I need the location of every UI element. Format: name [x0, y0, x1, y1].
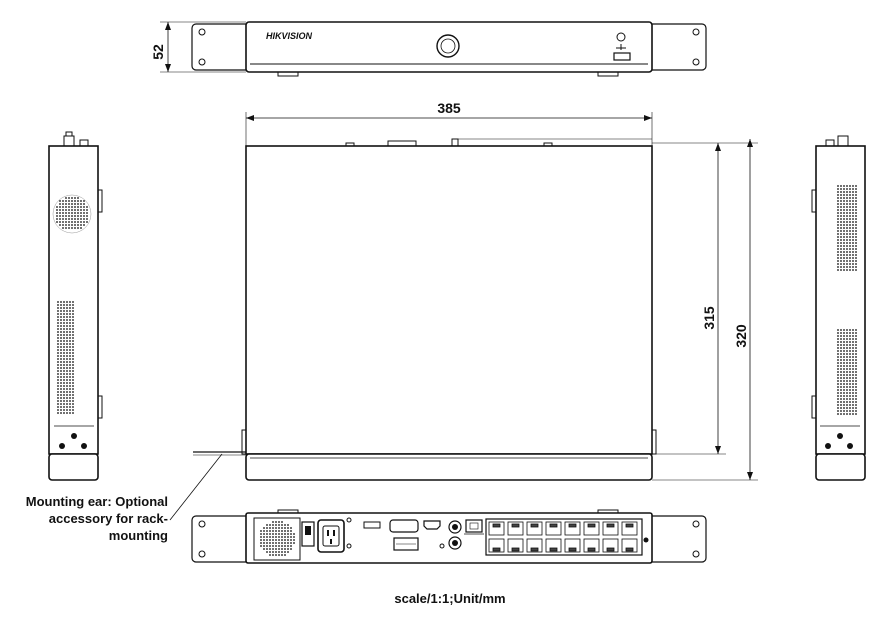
mounting-ear-leader — [169, 453, 223, 521]
fan-vent-round-icon — [52, 194, 92, 234]
front-view: HIKVISION — [191, 21, 707, 77]
poe-port-block — [485, 518, 643, 556]
indicator-icon — [616, 32, 626, 42]
width-dimension-label: 385 — [437, 100, 461, 116]
brand-logo: HIKVISION — [266, 31, 313, 41]
mounting-ear-note: Mounting ear: Optional accessory for rac… — [25, 494, 168, 543]
rear-fan — [253, 517, 301, 561]
left-side-bezel — [48, 453, 99, 481]
usb-port-icon — [613, 52, 631, 61]
depth-dimensions: 315 320 — [652, 139, 758, 481]
power-switch-icon — [301, 521, 315, 547]
rs232-port-icon — [363, 521, 381, 529]
hdmi-port-icon — [423, 520, 441, 530]
power-button-icon — [436, 34, 460, 58]
alarm-terminal-icon — [393, 537, 419, 551]
front-bezel-top — [245, 453, 653, 481]
lan-port-icon — [465, 519, 483, 533]
right-side-view — [811, 135, 866, 481]
top-cover — [245, 145, 653, 455]
height-dimension-label: 52 — [150, 44, 166, 60]
audio-out-icon — [448, 536, 462, 550]
top-view — [169, 138, 657, 521]
rear-view — [191, 509, 707, 564]
right-side-bezel — [815, 453, 866, 481]
ac-inlet-icon — [317, 519, 345, 553]
depth-total-label: 320 — [733, 324, 749, 348]
height-dimension: 52 — [150, 21, 246, 73]
left-side-view — [48, 131, 103, 481]
audio-in-icon — [448, 520, 462, 534]
width-dimension: 385 — [245, 100, 653, 146]
scale-note: scale/1:1;Unit/mm — [394, 591, 506, 606]
depth-body-label: 315 — [701, 306, 717, 330]
front-panel — [245, 21, 653, 73]
vga-port-icon — [389, 519, 419, 533]
